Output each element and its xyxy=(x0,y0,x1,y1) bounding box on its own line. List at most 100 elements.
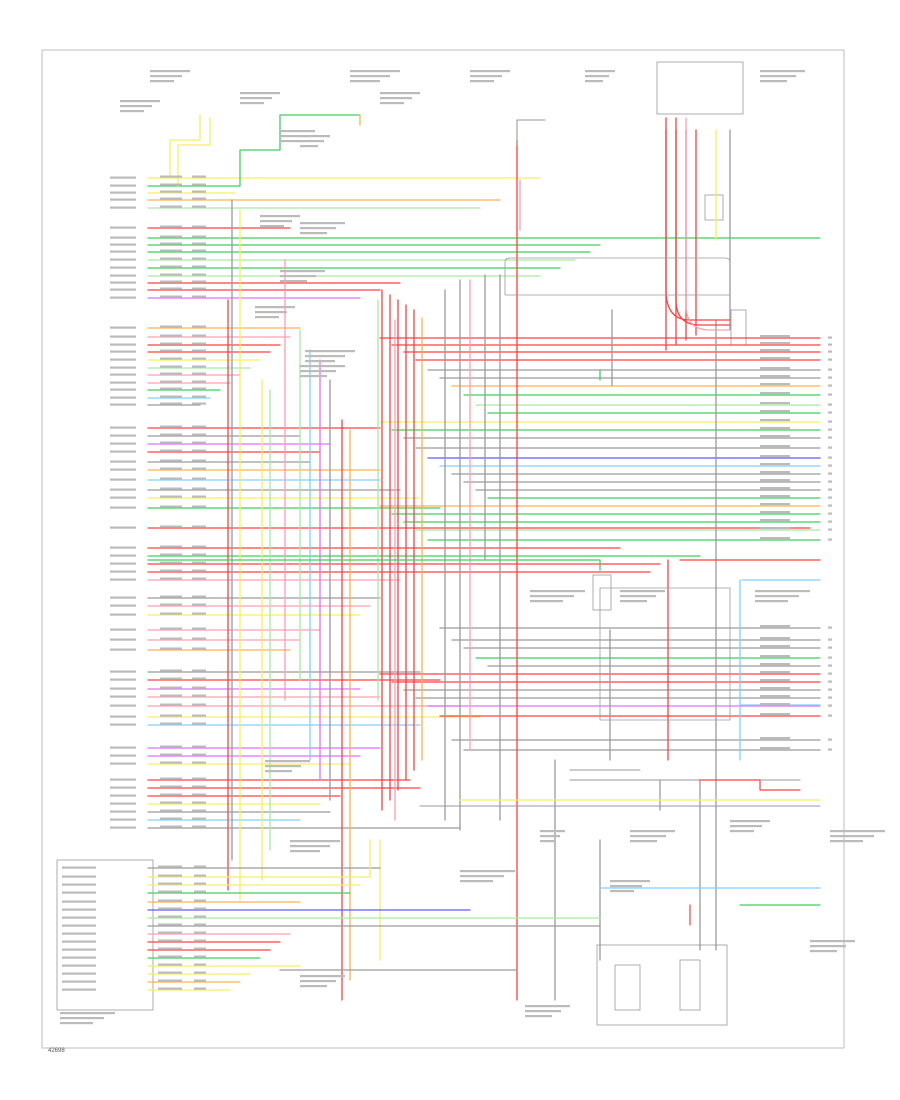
label-mark-219 xyxy=(62,932,96,935)
label-mark-248 xyxy=(828,350,832,353)
label-mark-243 xyxy=(760,335,790,338)
label-mark-83 xyxy=(192,433,206,436)
label-mark-257 xyxy=(760,392,790,395)
label-mark-125 xyxy=(192,577,206,580)
label-mark-32 xyxy=(192,265,206,268)
label-mark-65 xyxy=(192,372,206,375)
label-mark-18 xyxy=(110,236,136,239)
label-mark-131 xyxy=(192,603,206,606)
label-mark-102 xyxy=(110,496,136,499)
label-mark-166 xyxy=(160,745,182,748)
label-mark-285 xyxy=(760,511,790,514)
label-mark-191 xyxy=(192,817,206,820)
label-mark-252 xyxy=(828,368,832,371)
label-mark-35 xyxy=(192,273,206,276)
label-mark-200 xyxy=(194,874,206,877)
label-mark-357 xyxy=(280,280,307,283)
label-mark-353 xyxy=(300,227,336,230)
label-mark-354 xyxy=(300,232,327,235)
label-mark-43 xyxy=(160,295,182,298)
label-mark-1 xyxy=(160,175,182,178)
label-mark-177 xyxy=(110,786,136,789)
label-mark-89 xyxy=(192,449,206,452)
label-mark-316 xyxy=(828,738,832,741)
label-mark-322 xyxy=(350,70,400,73)
label-mark-81 xyxy=(110,434,136,437)
label-mark-74 xyxy=(192,395,206,398)
label-mark-45 xyxy=(110,326,136,329)
label-mark-161 xyxy=(192,714,206,717)
label-mark-295 xyxy=(760,637,790,640)
label-mark-313 xyxy=(760,713,790,716)
label-mark-388 xyxy=(730,820,770,823)
label-mark-381 xyxy=(620,600,647,603)
label-mark-151 xyxy=(160,686,182,689)
label-mark-331 xyxy=(760,70,805,73)
label-mark-143 xyxy=(192,647,206,650)
label-mark-174 xyxy=(110,778,136,781)
label-mark-150 xyxy=(110,687,136,690)
label-mark-95 xyxy=(192,467,206,470)
label-mark-290 xyxy=(828,528,832,531)
label-mark-13 xyxy=(160,205,182,208)
label-mark-362 xyxy=(305,355,345,358)
label-mark-157 xyxy=(160,703,182,706)
label-mark-245 xyxy=(760,342,790,345)
label-mark-168 xyxy=(110,754,136,757)
label-mark-116 xyxy=(192,553,206,556)
label-mark-189 xyxy=(110,818,136,821)
label-mark-391 xyxy=(830,830,885,833)
label-mark-298 xyxy=(828,646,832,649)
label-mark-324 xyxy=(350,80,380,83)
label-mark-69 xyxy=(110,388,136,391)
label-mark-15 xyxy=(110,226,136,229)
label-mark-118 xyxy=(160,561,182,564)
label-mark-233 xyxy=(194,963,206,966)
label-mark-399 xyxy=(810,950,837,953)
label-mark-306 xyxy=(828,680,832,683)
label-mark-2 xyxy=(192,175,206,178)
label-mark-155 xyxy=(192,694,206,697)
label-mark-241 xyxy=(158,987,182,990)
label-mark-280 xyxy=(828,488,832,491)
wire-185 xyxy=(599,587,731,721)
label-mark-101 xyxy=(192,487,206,490)
label-mark-167 xyxy=(192,745,206,748)
label-mark-278 xyxy=(828,480,832,483)
label-mark-108 xyxy=(110,526,136,529)
label-mark-78 xyxy=(110,426,136,429)
wire-184 xyxy=(504,257,731,296)
label-mark-389 xyxy=(730,825,762,828)
label-mark-304 xyxy=(828,672,832,675)
wire-180 xyxy=(147,559,601,571)
label-mark-52 xyxy=(160,342,182,345)
label-mark-364 xyxy=(300,365,345,368)
label-mark-178 xyxy=(160,785,182,788)
label-mark-318 xyxy=(828,748,832,751)
label-mark-14 xyxy=(192,205,206,208)
label-mark-369 xyxy=(265,770,292,773)
label-mark-309 xyxy=(760,695,790,698)
label-mark-41 xyxy=(192,287,206,290)
label-mark-341 xyxy=(380,97,412,100)
label-mark-392 xyxy=(830,835,874,838)
label-mark-16 xyxy=(160,225,182,228)
label-mark-12 xyxy=(110,206,136,209)
label-mark-288 xyxy=(828,520,832,523)
label-mark-117 xyxy=(110,562,136,565)
label-mark-82 xyxy=(160,433,182,436)
label-mark-217 xyxy=(158,923,182,926)
label-mark-267 xyxy=(760,435,790,438)
label-mark-315 xyxy=(760,737,790,740)
label-mark-207 xyxy=(62,900,96,903)
label-mark-227 xyxy=(194,947,206,950)
label-mark-360 xyxy=(255,316,279,319)
label-mark-367 xyxy=(265,760,310,763)
label-mark-64 xyxy=(160,372,182,375)
label-mark-25 xyxy=(160,249,182,252)
label-mark-325 xyxy=(470,70,510,73)
label-mark-10 xyxy=(160,197,182,200)
label-mark-323 xyxy=(350,75,390,78)
label-mark-297 xyxy=(760,645,790,648)
label-mark-268 xyxy=(828,436,832,439)
